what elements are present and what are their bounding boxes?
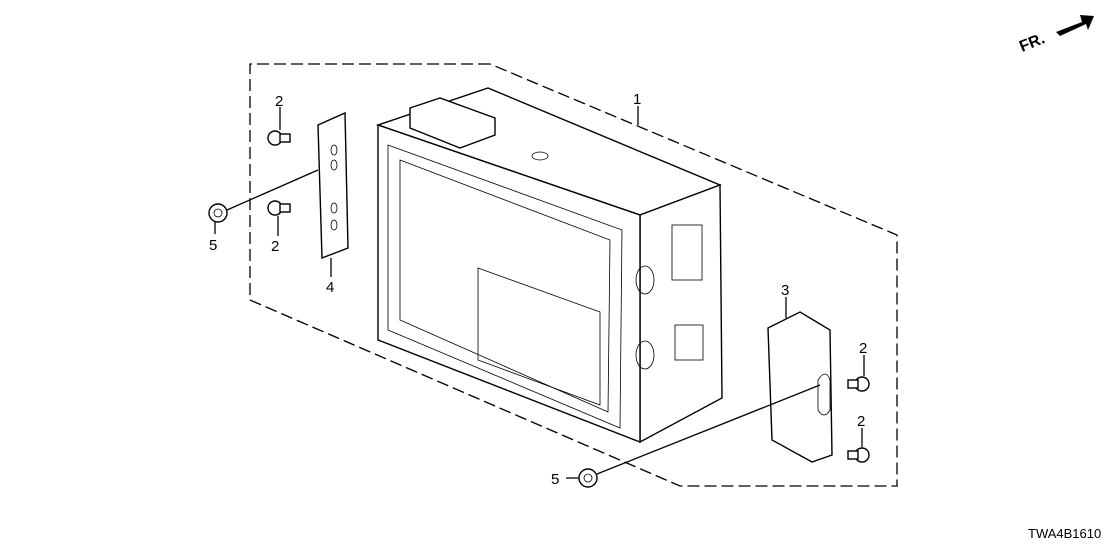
callout-1: 1 [633, 91, 641, 108]
bolt-icon [267, 200, 291, 216]
navigation-unit [375, 87, 723, 444]
callout-2: 2 [275, 93, 283, 110]
nut-icon [208, 203, 228, 223]
callout-5: 5 [551, 471, 559, 488]
leader-lines [214, 106, 865, 479]
diagram-code: TWA4B1610 [1028, 526, 1101, 541]
callout-2: 2 [271, 238, 279, 255]
callout-2: 2 [859, 340, 867, 357]
front-arrow-icon [1056, 15, 1094, 36]
callout-3: 3 [781, 282, 789, 299]
bracket-right [767, 311, 833, 463]
front-direction-indicator: FR. [1017, 15, 1094, 56]
bracket-left [317, 111, 349, 260]
bolt-icon [847, 447, 870, 463]
nut-icon [578, 468, 598, 488]
front-label: FR. [1017, 30, 1047, 55]
callout-2: 2 [857, 413, 865, 430]
bolt-icon [847, 376, 870, 392]
bolt-icon [267, 130, 291, 146]
assembly-boundary [249, 63, 898, 487]
callout-4: 4 [326, 279, 334, 296]
callout-5: 5 [209, 237, 217, 254]
